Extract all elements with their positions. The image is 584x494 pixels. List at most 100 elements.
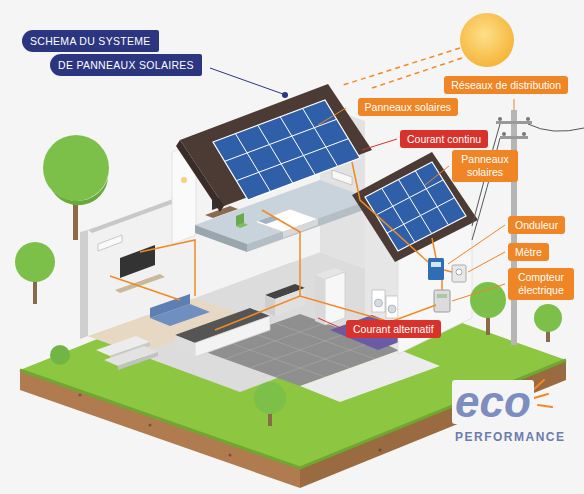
logo-mark — [533, 380, 552, 407]
right-wing — [376, 171, 454, 243]
callout-tag: Panneaux solaires — [452, 150, 518, 182]
furniture — [265, 295, 275, 316]
main-roof — [236, 139, 348, 181]
right-wing — [372, 290, 385, 312]
tag-text: Panneaux solaires — [457, 153, 513, 179]
tag-text: Courant continu — [407, 130, 481, 148]
utility-pole — [526, 117, 530, 121]
tree — [52, 178, 108, 205]
utility-pole — [500, 136, 528, 139]
tree — [15, 242, 55, 282]
right-wing — [434, 290, 450, 312]
leader-line — [425, 166, 449, 185]
leader-line — [210, 68, 283, 94]
tag-text: DE PANNEAUX SOLAIRES — [58, 54, 194, 76]
leader-line — [514, 99, 515, 110]
current-tag: Courant alternatif — [346, 320, 441, 338]
callout-tag: Onduleur — [508, 216, 565, 234]
house-walls — [80, 230, 88, 339]
tree — [50, 282, 562, 426]
furniture — [181, 177, 187, 183]
right-wing — [399, 180, 432, 234]
tag-text: Mètre — [515, 243, 542, 261]
right-wing — [437, 294, 447, 298]
right-wing — [452, 265, 466, 282]
house-walls — [247, 199, 372, 252]
house-wiring — [441, 280, 443, 290]
furniture — [195, 316, 270, 357]
tag-text: Réseaux de distribution — [451, 76, 561, 94]
right-wing — [375, 299, 383, 307]
main-roof — [280, 117, 315, 175]
ground-slab — [79, 394, 82, 397]
furniture — [325, 272, 345, 325]
house-ground-floor — [300, 350, 440, 402]
logo-text: PERFORMANCE — [452, 430, 569, 444]
leader-line — [210, 68, 514, 329]
right-wing — [365, 162, 466, 251]
house-wiring — [140, 240, 195, 296]
tag-text: Onduleur — [515, 216, 558, 234]
logo-mark — [534, 394, 548, 398]
main-roof — [235, 134, 270, 192]
callout-tag: Mètre — [508, 243, 549, 261]
main-roof — [176, 140, 224, 212]
main-roof — [303, 108, 338, 166]
tag-text: Courant alternatif — [353, 320, 434, 338]
leader-line — [362, 139, 397, 150]
sun — [340, 48, 460, 86]
furniture — [236, 213, 244, 226]
utility-pole — [498, 117, 502, 121]
tag-text: Compteur électrique — [513, 271, 569, 297]
house-wiring — [352, 162, 428, 262]
ground-slab — [149, 424, 152, 427]
callout-tag: Panneaux solaires — [358, 98, 458, 116]
main-roof — [176, 84, 372, 212]
utility-pole — [496, 121, 532, 124]
house-wiring — [110, 276, 180, 300]
current-tag: Courant continu — [400, 130, 488, 148]
sun — [460, 13, 514, 67]
title-banner: SCHEMA DU SYSTEME — [22, 30, 159, 52]
tree — [470, 282, 506, 318]
right-wing — [431, 262, 441, 267]
furniture — [115, 274, 165, 293]
tree — [534, 304, 562, 332]
right-wing — [330, 152, 478, 354]
house-walls — [195, 225, 247, 252]
house-wiring — [432, 238, 436, 258]
leader-line — [282, 92, 288, 98]
tag-text: SCHEMA DU SYSTEME — [30, 30, 151, 52]
ground-slab — [379, 449, 382, 452]
house-wiring — [262, 210, 300, 296]
leader-line — [448, 225, 505, 264]
house-ground-floor — [250, 332, 350, 368]
right-wing — [387, 198, 454, 233]
house-wiring — [110, 162, 452, 330]
utility-pole — [502, 132, 506, 136]
furniture — [258, 216, 280, 224]
main-roof — [213, 100, 360, 200]
right-wing — [386, 296, 398, 318]
logo-mark — [538, 405, 552, 407]
furniture — [332, 170, 352, 185]
house-wiring — [444, 270, 452, 272]
logo-mark — [533, 380, 544, 390]
leader-line — [452, 284, 505, 301]
leader-line — [468, 252, 505, 272]
ground-slab — [229, 454, 232, 457]
callout-tag: Compteur électrique — [508, 268, 574, 300]
house-ground-floor — [118, 352, 158, 370]
right-wing — [388, 305, 396, 313]
logo-text: eco — [452, 380, 534, 424]
title-banner: DE PANNEAUX SOLAIRES — [50, 54, 202, 76]
right-wing — [376, 180, 443, 215]
furniture — [255, 209, 318, 232]
tag-text: Panneaux solaires — [365, 98, 451, 116]
right-wing — [456, 269, 462, 275]
right-wing — [428, 258, 444, 280]
main-roof — [225, 108, 349, 191]
main-roof — [258, 125, 293, 183]
